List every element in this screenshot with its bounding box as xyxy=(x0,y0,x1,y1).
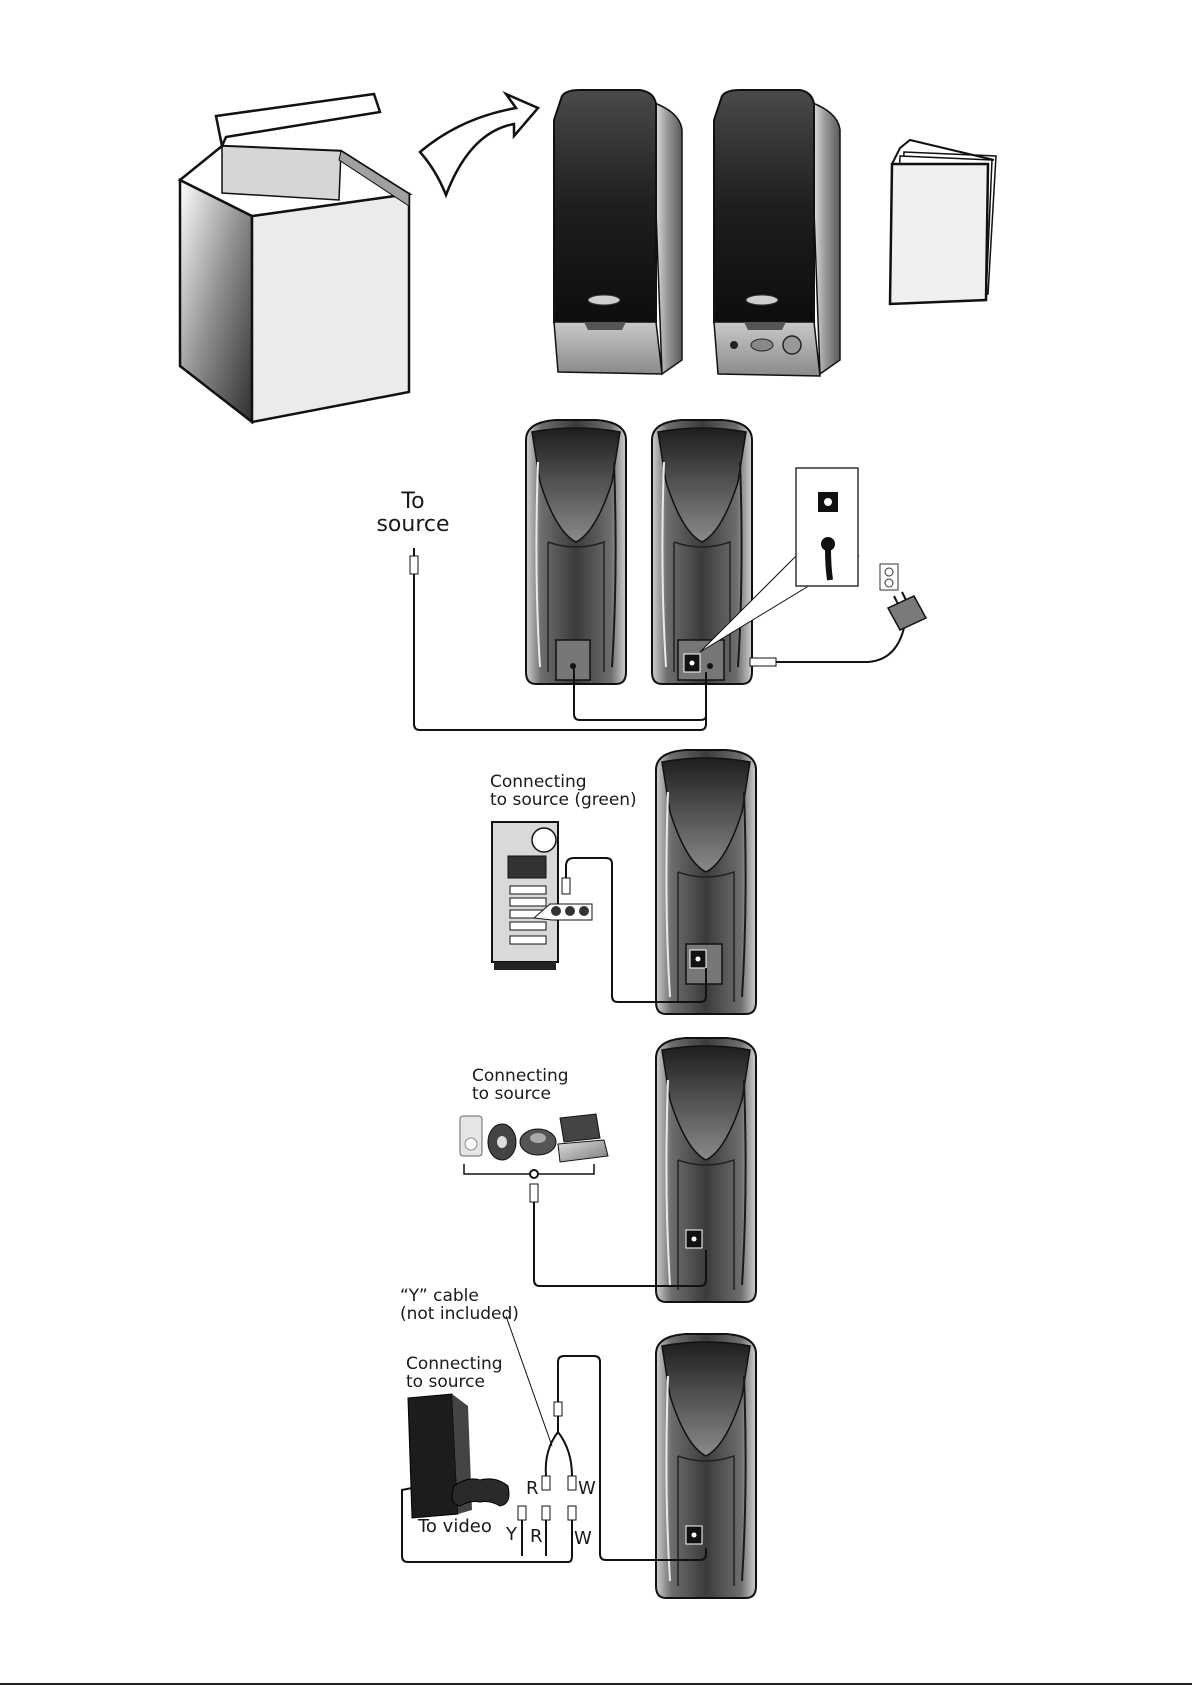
jack-callout xyxy=(796,468,858,586)
speaker-left xyxy=(554,90,682,374)
computer-tower-icon xyxy=(492,822,592,970)
cd-player-icon xyxy=(488,1124,516,1160)
jack-w-lower-label: W xyxy=(574,1530,592,1549)
computer-caption: Connecting to source (green) xyxy=(490,774,637,810)
y-cable-pointer xyxy=(506,1316,552,1446)
to-source-label: To source xyxy=(374,490,452,536)
jack-y-label: Y xyxy=(506,1526,517,1545)
media-player-icon xyxy=(460,1116,482,1156)
portable-caption-line2: to source xyxy=(472,1086,569,1104)
jack-r-upper-label: R xyxy=(526,1480,539,1499)
y-cable-line2: (not included) xyxy=(400,1306,519,1324)
speaker-right xyxy=(714,90,840,376)
portable-device-icon xyxy=(520,1129,556,1155)
manual-booklet xyxy=(890,140,996,304)
y-cable-caption: “Y” cable (not included) xyxy=(400,1288,519,1324)
unbox-panel xyxy=(180,90,996,422)
power-cable xyxy=(776,628,904,662)
to-source-line1: To xyxy=(374,490,452,513)
speaker-back-console xyxy=(656,1334,756,1598)
to-video-label: To video xyxy=(418,1518,492,1537)
laptop-icon xyxy=(558,1114,608,1162)
power-adapter-icon xyxy=(888,592,926,630)
portable-caption: Connecting to source xyxy=(472,1068,569,1104)
console-caption-line2: to source xyxy=(406,1374,503,1392)
audio-plug-icon xyxy=(410,548,418,574)
wall-outlet-icon xyxy=(880,564,898,590)
to-source-line2: source xyxy=(374,513,452,536)
game-console-icon xyxy=(408,1394,509,1518)
setup-panel xyxy=(410,420,926,730)
console-caption: Connecting to source xyxy=(406,1356,503,1392)
device-bracket xyxy=(464,1164,594,1174)
jack-r-lower-label: R xyxy=(530,1528,543,1547)
jack-w-upper-label: W xyxy=(578,1480,596,1499)
open-box xyxy=(180,94,409,422)
computer-caption-line2: to source (green) xyxy=(490,792,637,810)
arrow-icon xyxy=(420,94,538,195)
